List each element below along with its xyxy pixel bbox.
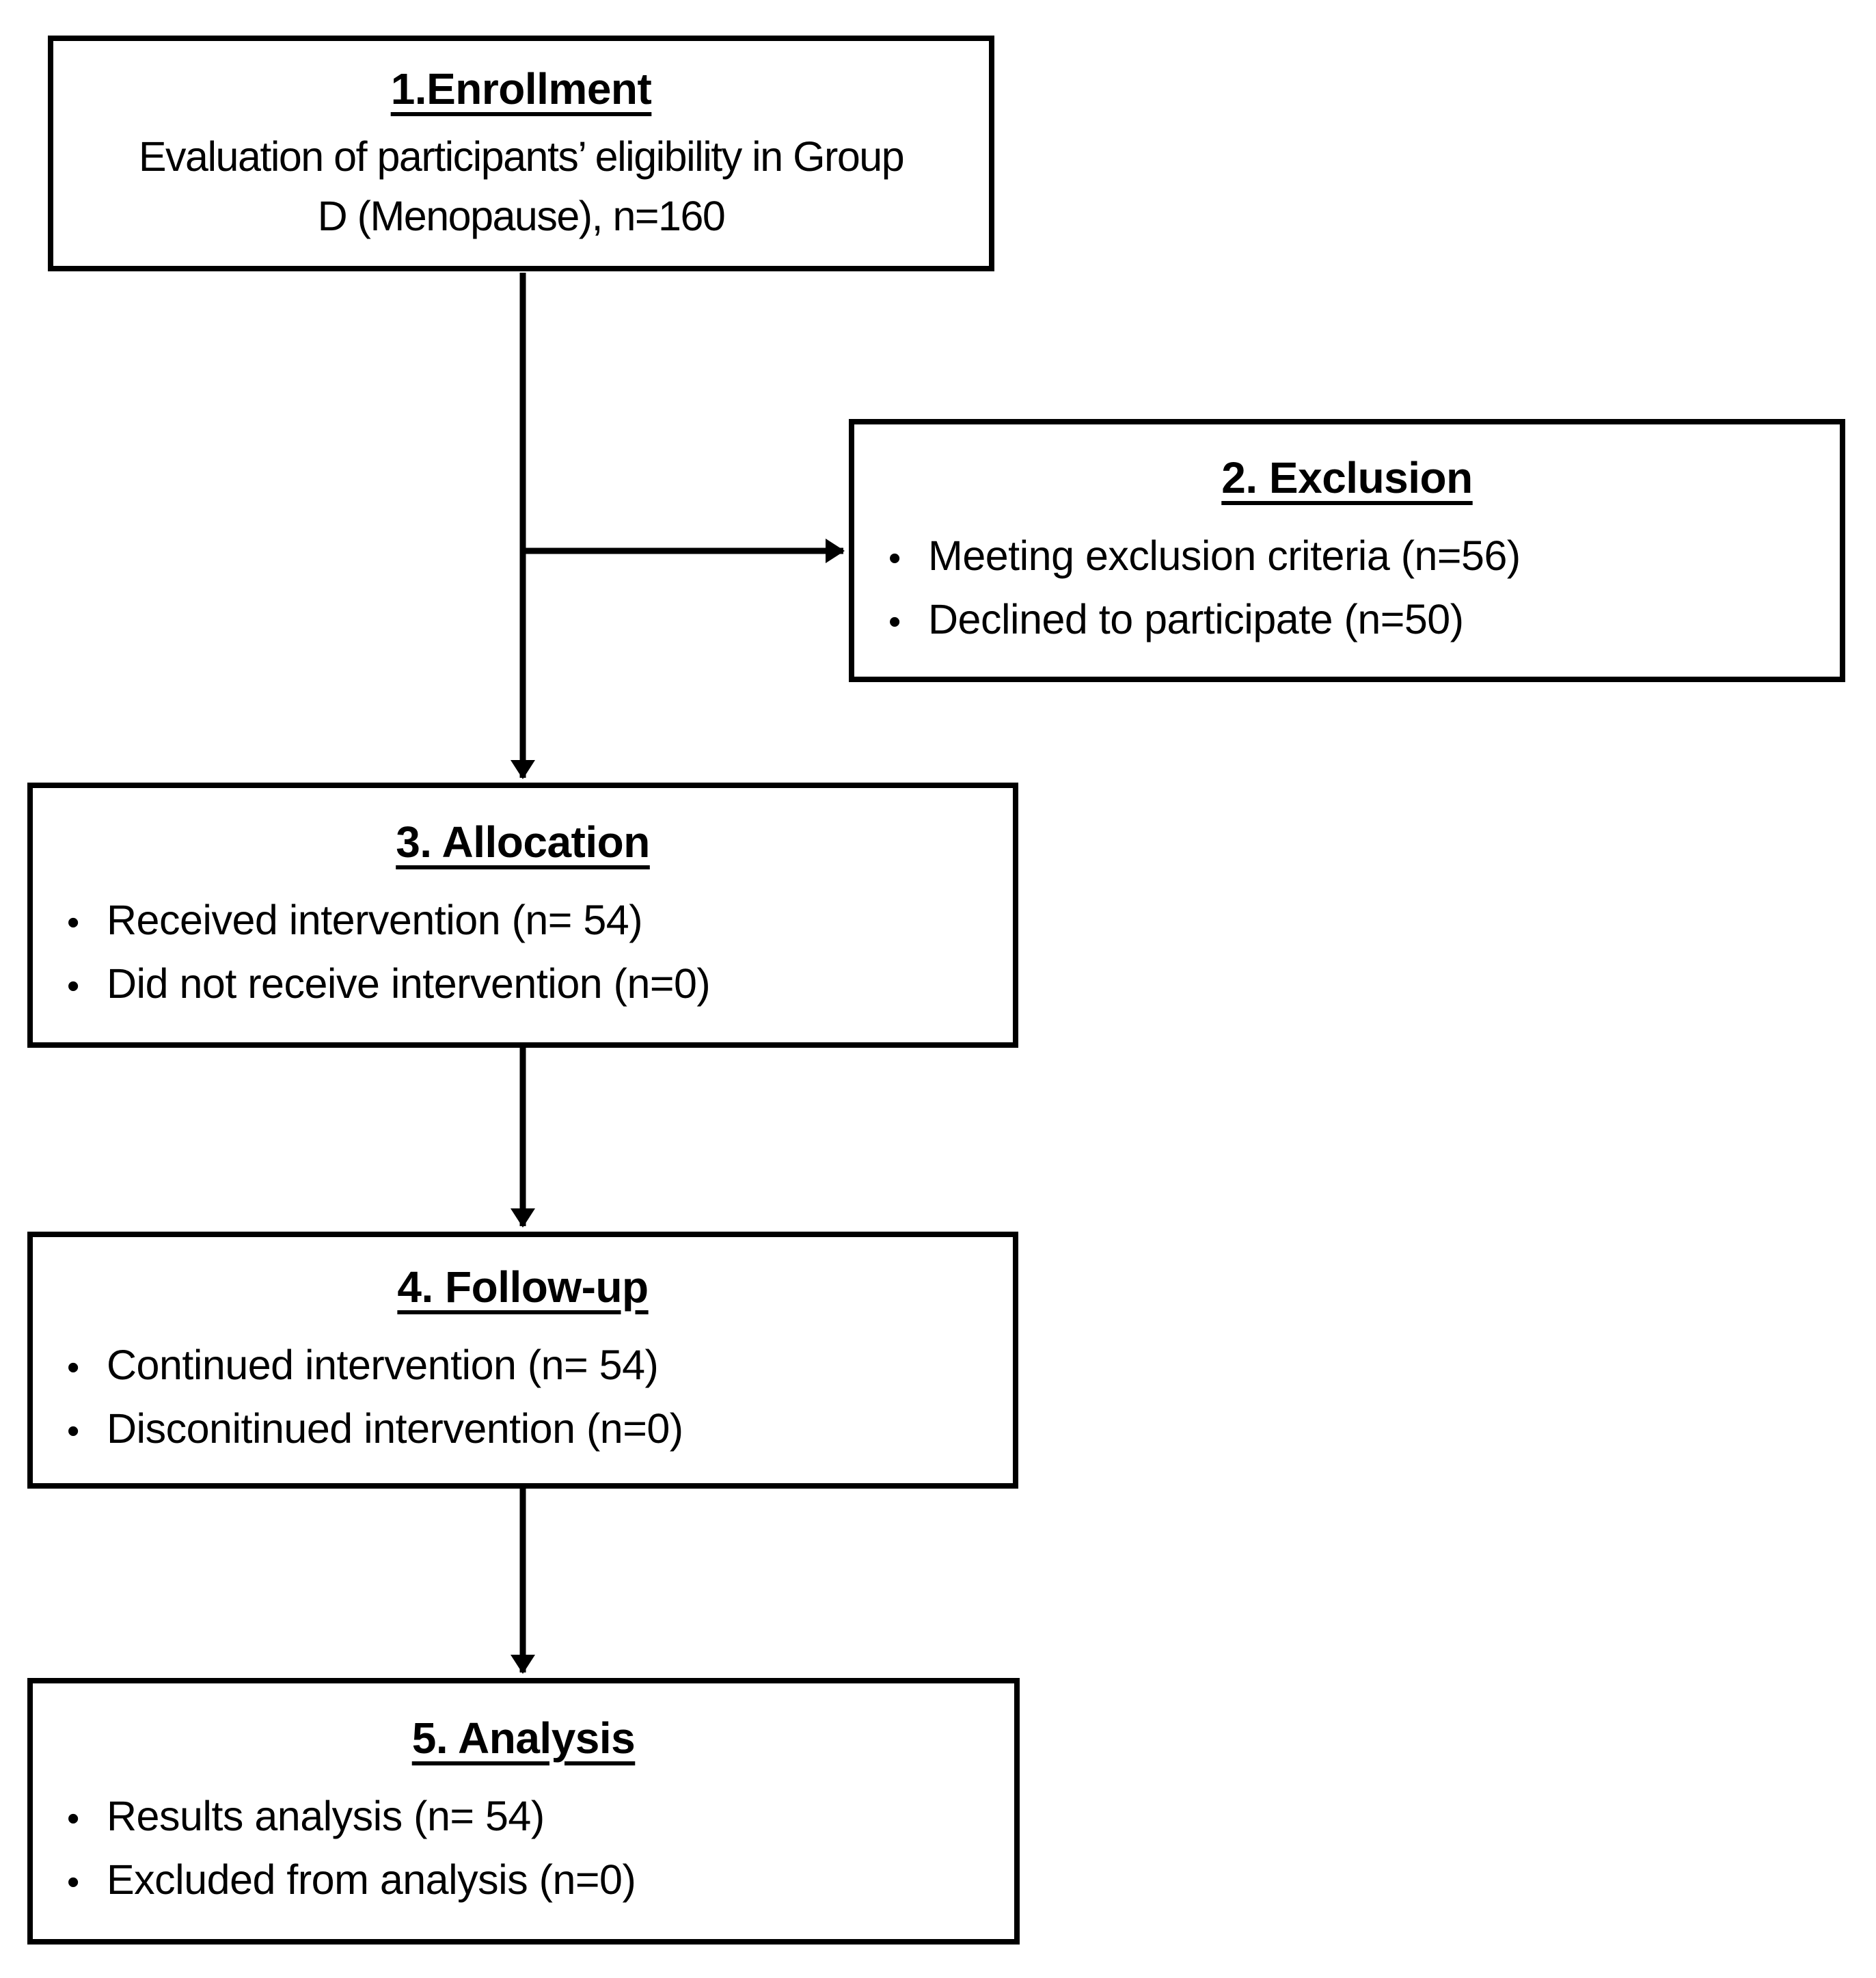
bullet-text: Disconitinued intervention (n=0) xyxy=(107,1405,683,1452)
box-exclusion-title: 2. Exclusion xyxy=(1221,452,1473,502)
bullet-item: • Did not receive intervention (n=0) xyxy=(33,952,1013,1016)
box-exclusion-bullet-list: • Meeting exclusion criteria (n=56) • De… xyxy=(854,524,1840,651)
bullet-text: Results analysis (n= 54) xyxy=(107,1793,545,1840)
bullet-text: Did not receive intervention (n=0) xyxy=(107,960,711,1007)
bullet-item: • Received intervention (n= 54) xyxy=(33,889,1013,952)
bullet-dot-icon: • xyxy=(888,538,901,578)
bullet-dot-icon: • xyxy=(67,1411,79,1451)
bullet-dot-icon: • xyxy=(888,601,901,642)
box-exclusion: 2. Exclusion • Meeting exclusion criteri… xyxy=(849,419,1845,682)
box-followup: 4. Follow-up • Continued intervention (n… xyxy=(27,1232,1018,1489)
bullet-text: Received intervention (n= 54) xyxy=(107,897,643,944)
box-analysis-bullet-list: • Results analysis (n= 54) • Excluded fr… xyxy=(33,1785,1014,1911)
box-enrollment: 1.Enrollment Evaluation of participants’… xyxy=(48,36,994,271)
box-enrollment-text-line-1: Evaluation of participants’ eligibility … xyxy=(138,133,905,180)
bullet-item: • Results analysis (n= 54) xyxy=(33,1785,1014,1848)
bullet-text: Excluded from analysis (n=0) xyxy=(107,1856,636,1903)
box-followup-bullet-list: • Continued intervention (n= 54) • Disco… xyxy=(33,1333,1013,1460)
box-followup-title: 4. Follow-up xyxy=(397,1262,649,1312)
bullet-dot-icon: • xyxy=(67,966,79,1006)
bullet-text: Meeting exclusion criteria (n=56) xyxy=(928,532,1521,579)
box-allocation-title: 3. Allocation xyxy=(396,817,650,867)
bullet-text: Continued intervention (n= 54) xyxy=(107,1342,659,1389)
bullet-dot-icon: • xyxy=(67,1799,79,1839)
bullet-item: • Excluded from analysis (n=0) xyxy=(33,1848,1014,1912)
bullet-dot-icon: • xyxy=(67,1862,79,1902)
box-analysis: 5. Analysis • Results analysis (n= 54) •… xyxy=(27,1678,1020,1945)
box-enrollment-title: 1.Enrollment xyxy=(390,64,652,113)
box-enrollment-text-line-2: D (Menopause), n=160 xyxy=(317,192,726,239)
box-allocation-bullet-list: • Received intervention (n= 54) • Did no… xyxy=(33,889,1013,1015)
box-analysis-title: 5. Analysis xyxy=(411,1713,636,1763)
bullet-item: • Continued intervention (n= 54) xyxy=(33,1333,1013,1397)
bullet-item: • Declined to participate (n=50) xyxy=(854,588,1840,651)
bullet-text: Declined to participate (n=50) xyxy=(928,595,1464,642)
bullet-item: • Disconitinued intervention (n=0) xyxy=(33,1397,1013,1461)
box-allocation: 3. Allocation • Received intervention (n… xyxy=(27,783,1018,1048)
bullet-dot-icon: • xyxy=(67,903,79,943)
bullet-item: • Meeting exclusion criteria (n=56) xyxy=(854,524,1840,588)
bullet-dot-icon: • xyxy=(67,1348,79,1388)
